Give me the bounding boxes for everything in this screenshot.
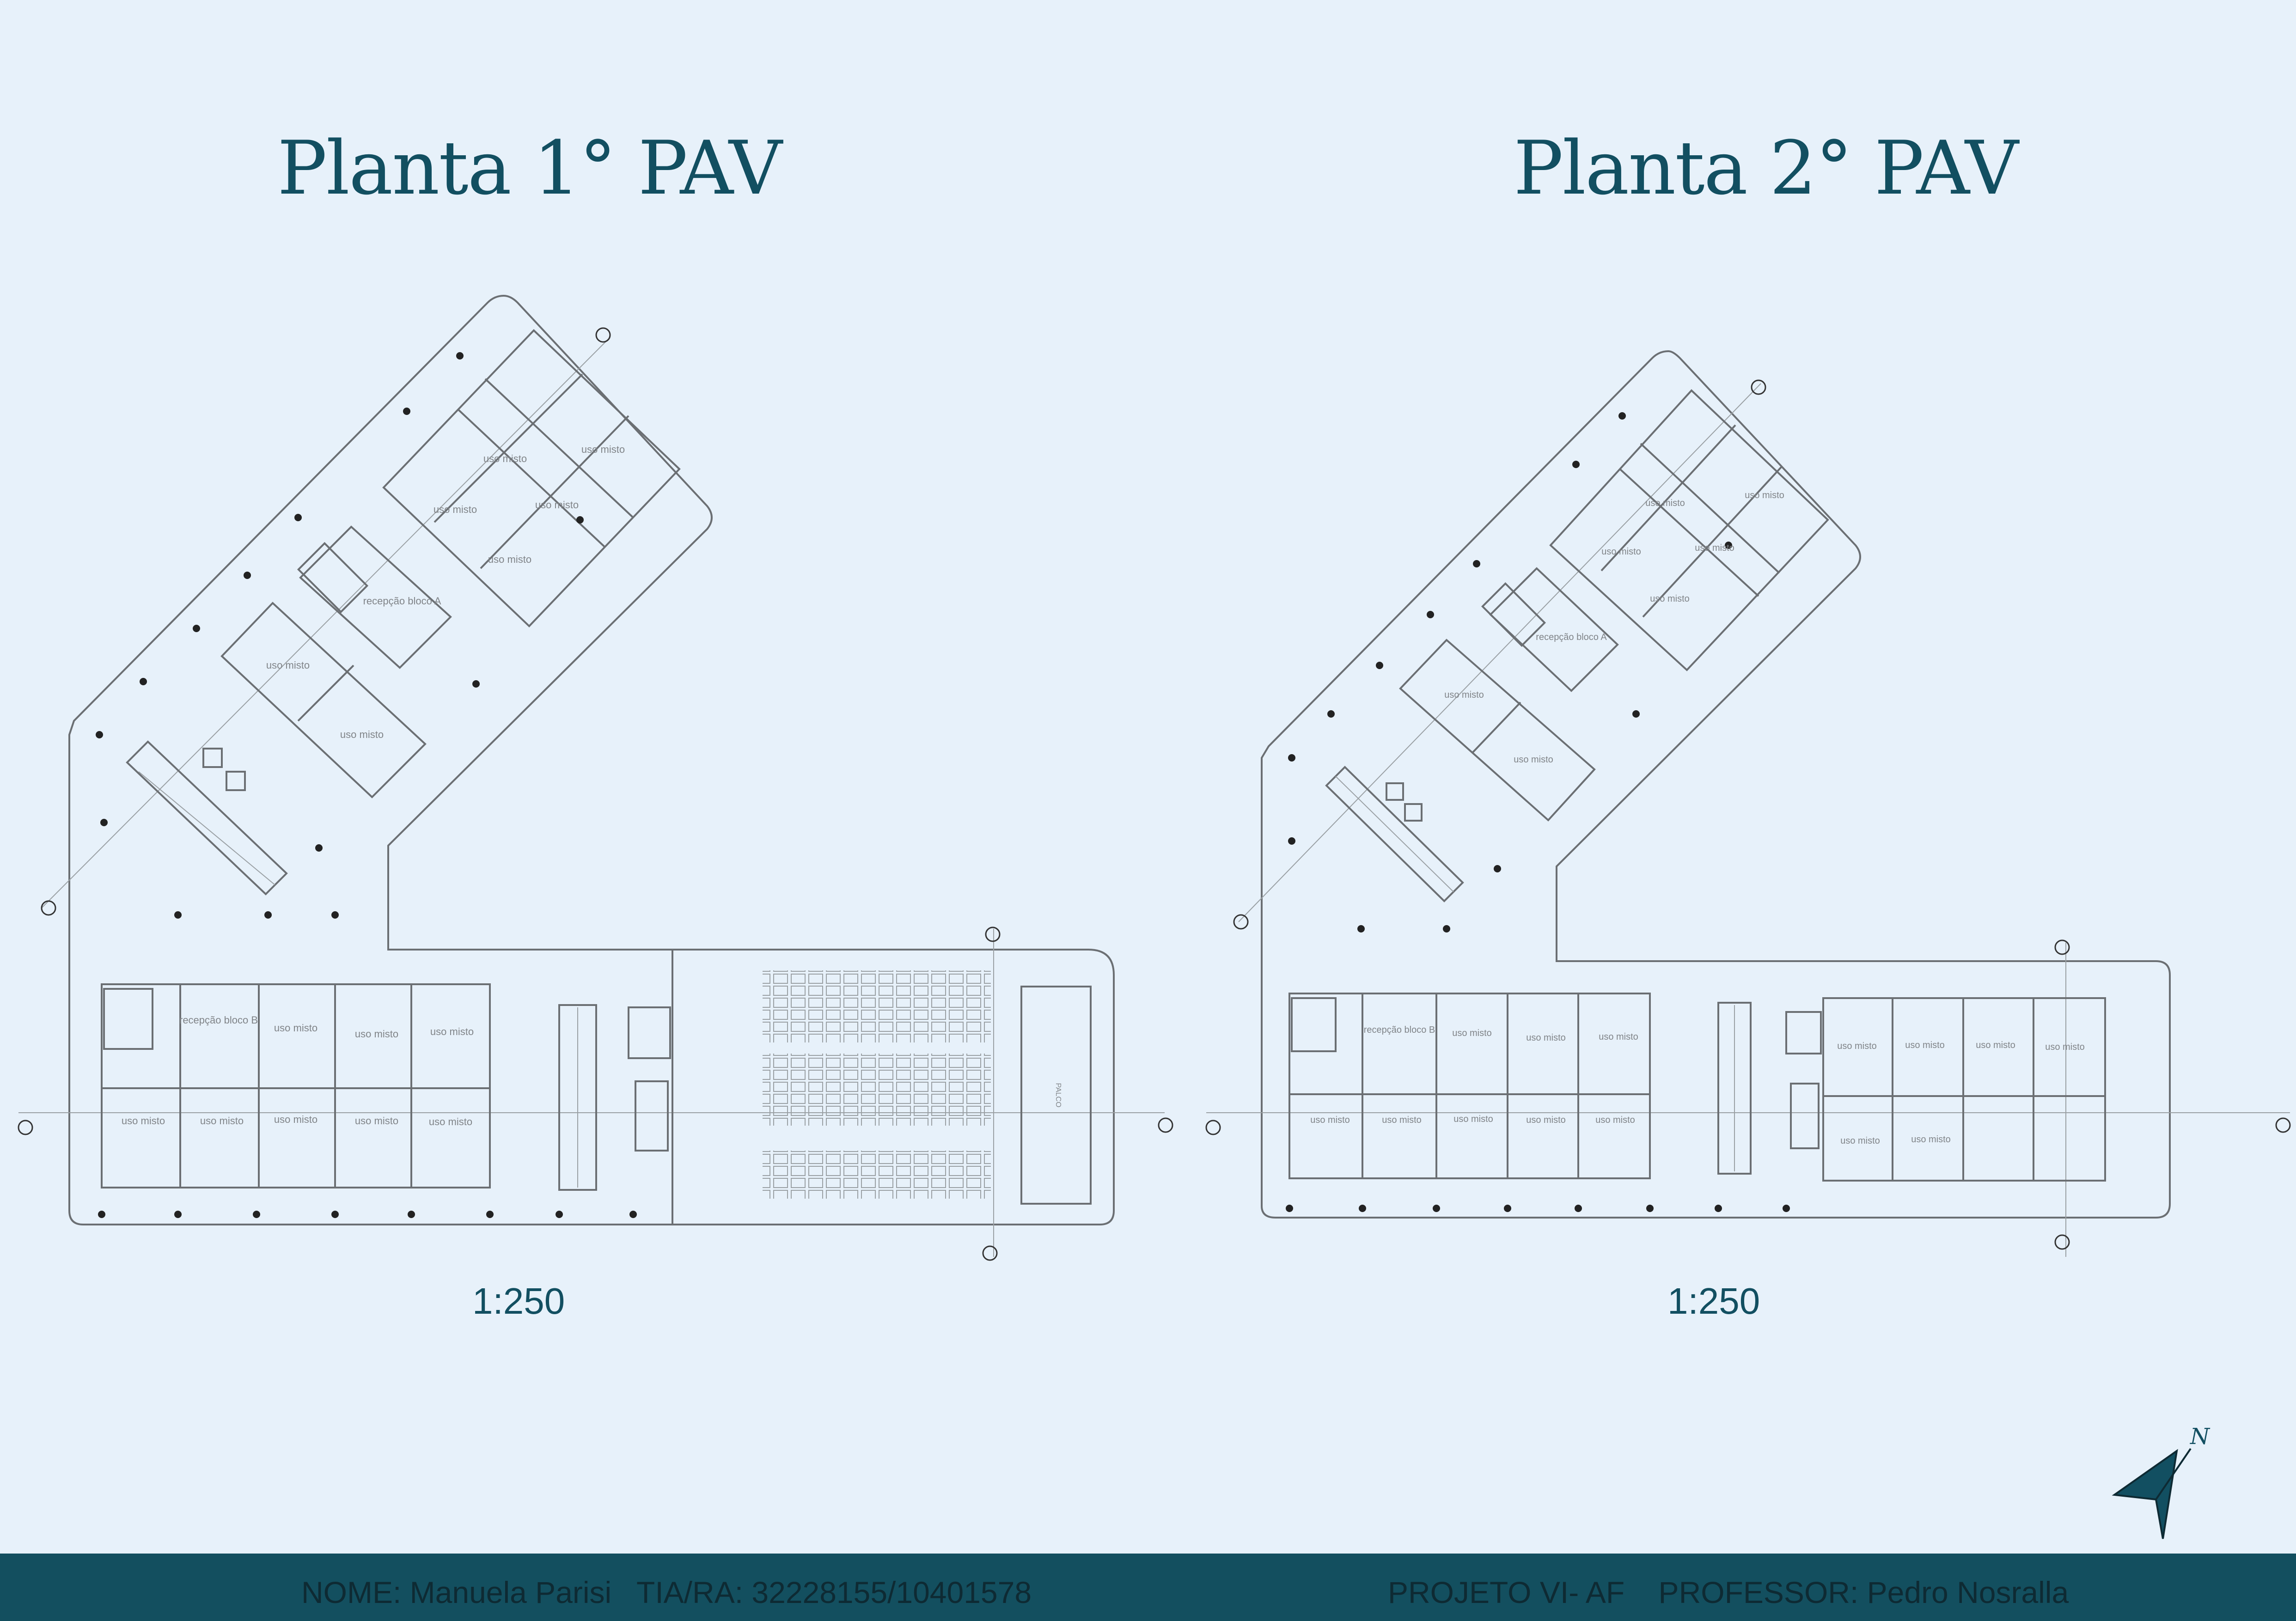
plan-1-auditorium-seats-2 bbox=[763, 1054, 991, 1126]
plan-2-room-label: uso misto bbox=[1645, 498, 1685, 508]
plan-1-room-label: uso misto bbox=[340, 729, 384, 740]
plan-1-outline bbox=[68, 294, 1115, 1225]
plan-1-auditorium-seats-1 bbox=[763, 970, 991, 1042]
plan-2-block-a-lower bbox=[1399, 639, 1596, 822]
plan-2-room-label: uso misto bbox=[1911, 1134, 1951, 1145]
plan-1-room-label: uso misto bbox=[122, 1115, 165, 1127]
plan-1-room-label: uso misto bbox=[434, 504, 477, 515]
plan-1-room-label: uso misto bbox=[535, 499, 579, 511]
plan-2-room-label: uso misto bbox=[2045, 1042, 2085, 1052]
plan-2-room-label: uso misto bbox=[1745, 490, 1784, 500]
footer-bar bbox=[0, 1554, 2296, 1621]
plan-2-room-label: uso misto bbox=[1905, 1040, 1945, 1050]
plan-2-room-label: uso misto bbox=[1601, 547, 1641, 557]
plan-1-room-label: uso misto bbox=[200, 1115, 244, 1127]
plan-2-reception-label: recepção bloco A bbox=[1536, 632, 1607, 642]
plan-1-room-label: uso misto bbox=[274, 1022, 318, 1034]
plan-2-room-label: uso misto bbox=[1526, 1033, 1566, 1043]
plan-1-block-a-lower bbox=[220, 602, 427, 798]
plan-2 bbox=[1206, 350, 2290, 1257]
plan-2-room-label: uso misto bbox=[1976, 1040, 2015, 1050]
plan-2-room-label: uso misto bbox=[1695, 543, 1734, 553]
plan-1-stage-label: PALCO bbox=[1054, 1083, 1062, 1107]
plan-1-auditorium-seats-3 bbox=[763, 1151, 991, 1199]
plan-1-block-b bbox=[101, 983, 491, 1188]
north-arrow-icon: N bbox=[2112, 1424, 2211, 1539]
plan-1-room-label: uso misto bbox=[266, 659, 310, 671]
plan-2-scale: 1:250 bbox=[1667, 1280, 1760, 1322]
footer-student-info: NOME: Manuela Parisi TIA/RA: 32228155/10… bbox=[301, 1575, 1032, 1609]
plan-2-room-label: uso misto bbox=[1650, 594, 1690, 604]
plan-1-room-label: uso misto bbox=[355, 1115, 398, 1127]
plan-2-block-a-upper bbox=[1549, 389, 1829, 671]
plan-2-room-label: uso misto bbox=[1452, 1028, 1492, 1038]
plan-1-room-label: uso misto bbox=[488, 554, 531, 565]
plan-2-room-label: uso misto bbox=[1310, 1115, 1350, 1125]
plan-1-escalator-a bbox=[126, 740, 288, 896]
plan-2-room-label: uso misto bbox=[1382, 1115, 1422, 1125]
plan-2-room-label: uso misto bbox=[1514, 755, 1553, 765]
plan-1-block-a-upper bbox=[382, 329, 681, 628]
plan-2-room-label: uso misto bbox=[1444, 690, 1484, 700]
plan-1-room-label: uso misto bbox=[429, 1116, 472, 1127]
plan-1-reception-label: recepção bloco B bbox=[179, 1014, 258, 1026]
plan-2-room-label: uso misto bbox=[1453, 1114, 1493, 1124]
plan-1-room-label: uso misto bbox=[581, 444, 625, 455]
north-label: N bbox=[2190, 1424, 2211, 1450]
plan-2-outline bbox=[1261, 350, 2171, 1219]
plan-1-room-label: uso misto bbox=[355, 1028, 398, 1040]
plan-2-room-label: uso misto bbox=[1840, 1136, 1880, 1146]
plan-2-escalator-b bbox=[1717, 1002, 1752, 1175]
footer-course-info: PROJETO VI- AF PROFESSOR: Pedro Nosralla bbox=[1388, 1575, 2069, 1609]
plan-2-reception-label: recepção bloco B bbox=[1364, 1025, 1435, 1035]
plan-1 bbox=[18, 294, 1165, 1257]
plan-1-room-label: uso misto bbox=[430, 1026, 474, 1037]
plan-2-reception-a bbox=[1489, 567, 1619, 692]
plan-1-scale: 1:250 bbox=[472, 1280, 565, 1322]
plan-1-reception-a bbox=[299, 525, 452, 669]
plan-1-reception-label: recepção bloco A bbox=[363, 595, 441, 607]
plan-2-room-label: uso misto bbox=[1837, 1041, 1877, 1051]
plan-2-room-label: uso misto bbox=[1526, 1115, 1566, 1125]
plan-1-title: Planta 1° PAV bbox=[277, 125, 782, 211]
plan-2-escalator-a bbox=[1325, 766, 1464, 902]
plan-1-escalator-b bbox=[558, 1004, 597, 1191]
plan-2-title: Planta 2° PAV bbox=[1514, 125, 2019, 211]
plan-1-room-label: uso misto bbox=[274, 1114, 318, 1125]
plan-1-room-label: uso misto bbox=[483, 453, 527, 464]
plan-2-block-b bbox=[1288, 993, 1651, 1179]
plan-2-room-label: uso misto bbox=[1599, 1032, 1638, 1042]
plan-2-room-label: uso misto bbox=[1595, 1115, 1635, 1125]
plan-1-stage bbox=[1020, 986, 1092, 1205]
